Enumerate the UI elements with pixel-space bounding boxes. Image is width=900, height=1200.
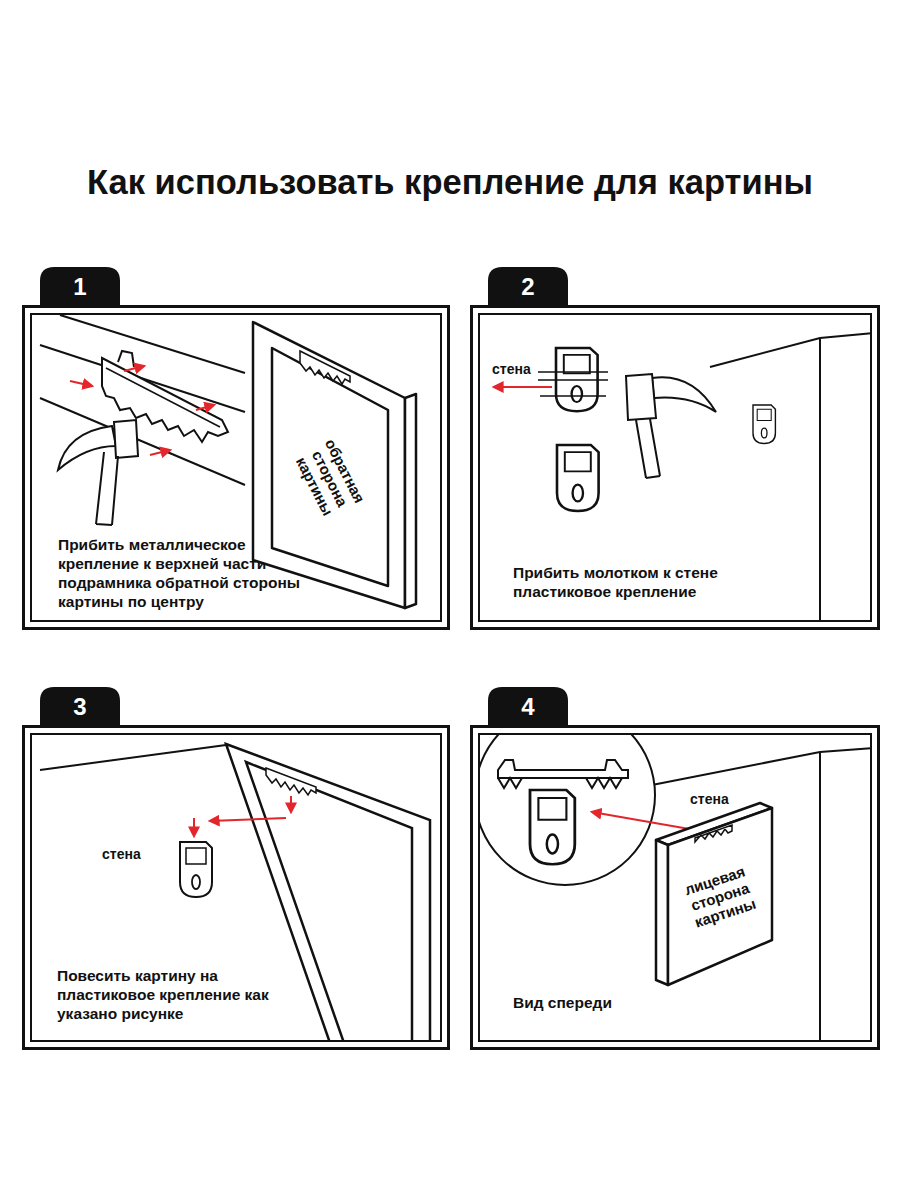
page-title: Как использовать крепление для картины (0, 158, 900, 206)
red-arrow (193, 818, 195, 836)
frame-outline (668, 808, 772, 985)
step-number: 1 (40, 269, 120, 305)
hammer (652, 377, 716, 412)
red-arrow (70, 366, 214, 455)
beam-and-hanger (60, 315, 245, 373)
wall-lines (40, 745, 226, 770)
step-caption: Вид спереди (513, 993, 713, 1012)
beam-and-hanger (118, 351, 134, 367)
plastic-hook (180, 842, 212, 897)
red-arrow (210, 818, 286, 821)
step-tab (40, 687, 120, 726)
nail (538, 371, 608, 373)
plastic-hook (180, 842, 212, 897)
detail-callout (530, 790, 575, 864)
picture-frame: лицевая сторона картины (650, 800, 780, 990)
red-arrow (592, 812, 695, 830)
nail (538, 379, 608, 381)
beam-and-hanger (106, 368, 220, 427)
nail (538, 372, 608, 396)
step-number: 4 (488, 689, 568, 725)
beam-and-hanger (40, 315, 245, 485)
detail-callout (479, 734, 655, 885)
nail (540, 395, 606, 397)
red-arrow (194, 796, 291, 836)
frame-outline (253, 322, 405, 608)
picture-frame (266, 768, 316, 795)
hammer (96, 452, 118, 525)
step-caption: Прибить молотком к стене пластиковое кре… (513, 563, 803, 601)
red-arrow (592, 812, 695, 830)
hammer (58, 426, 116, 470)
step-panel: 4Вид спередилицевая сторона картины (470, 725, 880, 1050)
wall-label: стена (688, 791, 731, 807)
step-panel: 2Прибить молотком к стене пластиковое кр… (470, 305, 880, 630)
step-tab (40, 267, 568, 726)
red-arrow (494, 386, 552, 388)
wall-lines (652, 748, 874, 1042)
frame-outline (656, 840, 668, 985)
wall-lines (652, 748, 874, 1042)
hammer (626, 374, 656, 420)
red-arrow (150, 450, 170, 455)
metal-hanger (695, 825, 732, 842)
hammer (114, 420, 138, 458)
wall-lines (710, 333, 874, 622)
step-tab (488, 687, 568, 726)
frame-outline (272, 348, 388, 586)
step-panel: 1Прибить металлическое крепление к верхн… (22, 305, 450, 630)
detail-callout (479, 734, 655, 885)
hammer (636, 419, 660, 478)
detail-callout (498, 778, 622, 788)
step-number: 3 (40, 689, 120, 725)
red-arrow (196, 405, 214, 410)
wall-lines (40, 745, 226, 770)
step-tab (488, 267, 568, 306)
step-panel: 3Повесить картину на пластиковое креплен… (22, 725, 450, 1050)
step-caption: Повесить картину на пластиковое креплени… (57, 966, 307, 1023)
wall-label: стена (100, 846, 143, 862)
wall-label: стена (490, 361, 533, 377)
wall-lines (710, 333, 874, 622)
hammer (626, 374, 716, 478)
plastic-hook (753, 405, 775, 444)
metal-hanger (300, 351, 350, 384)
detail-callout (498, 760, 628, 778)
picture-frame: обратная сторона картины (250, 318, 420, 613)
red-arrow (494, 386, 552, 388)
frame-outline (405, 394, 416, 608)
plastic-hook (557, 445, 599, 511)
step-number: 2 (488, 269, 568, 305)
hammer (58, 420, 138, 525)
step-tab (40, 267, 120, 306)
red-arrow (70, 381, 92, 386)
red-arrow (124, 366, 144, 371)
red-arrow (290, 796, 292, 812)
picture-frame (246, 762, 412, 1043)
